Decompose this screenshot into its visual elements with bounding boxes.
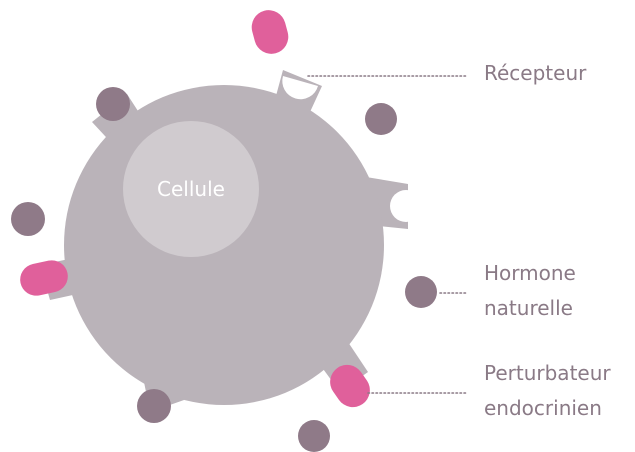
- hormone-molecule: [298, 420, 330, 452]
- receptor-right-cup: [390, 190, 422, 222]
- hormone-label-line2: naturelle: [484, 296, 573, 320]
- hormone-molecule: [11, 202, 45, 236]
- hormone-molecule: [365, 103, 397, 135]
- disruptor-molecule: [248, 6, 292, 57]
- hormone-label-line1: Hormone: [484, 261, 576, 285]
- disruptor-label-line2: endocrinien: [484, 396, 602, 420]
- cell-label: Cellule: [157, 177, 225, 201]
- receptor-label: Récepteur: [484, 61, 587, 85]
- hormone-molecule: [96, 87, 130, 121]
- hormone-molecule: [137, 389, 171, 423]
- hormone-molecule: [405, 276, 437, 308]
- disruptor-label-line1: Perturbateur: [484, 361, 611, 385]
